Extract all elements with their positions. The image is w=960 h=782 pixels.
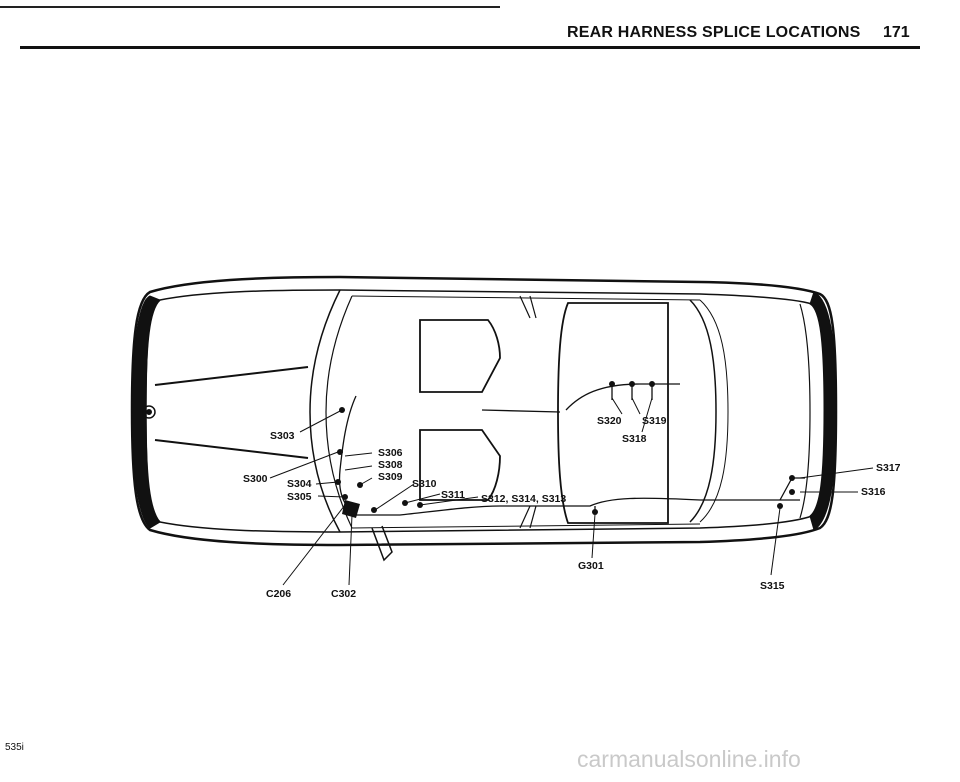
- header-rule: [20, 46, 920, 49]
- label-s304: S304: [287, 478, 312, 490]
- label-s300: S300: [243, 473, 268, 485]
- label-g301: G301: [578, 560, 604, 572]
- label-s318: S318: [622, 433, 647, 445]
- label-s320: S320: [597, 415, 622, 427]
- car-body: [130, 275, 838, 562]
- leader-lines: [269, 397, 874, 586]
- label-s317: S317: [876, 462, 901, 474]
- label-s308: S308: [378, 459, 403, 471]
- label-s303: S303: [270, 430, 295, 442]
- label-c302: C302: [331, 588, 356, 600]
- label-s305: S305: [287, 491, 312, 503]
- watermark-text: carmanualsonline.info: [577, 746, 801, 772]
- label-s310: S310: [412, 478, 437, 490]
- top-edge-rule: [0, 6, 500, 8]
- label-s316: S316: [861, 486, 886, 498]
- label-s319: S319: [642, 415, 667, 427]
- label-c206: C206: [266, 588, 291, 600]
- label-s315: S315: [760, 580, 785, 592]
- label-s312-s314-s313: S312, S314, S313: [481, 493, 566, 505]
- label-s311: S311: [441, 489, 465, 501]
- label-s306: S306: [378, 447, 403, 459]
- wiring-harness: [338, 383, 805, 516]
- label-s309: S309: [378, 471, 403, 483]
- page-number: 171: [883, 24, 910, 41]
- splice-points: [335, 381, 795, 518]
- page-title: REAR HARNESS SPLICE LOCATIONS: [567, 24, 861, 41]
- model-label: 535i: [5, 742, 24, 753]
